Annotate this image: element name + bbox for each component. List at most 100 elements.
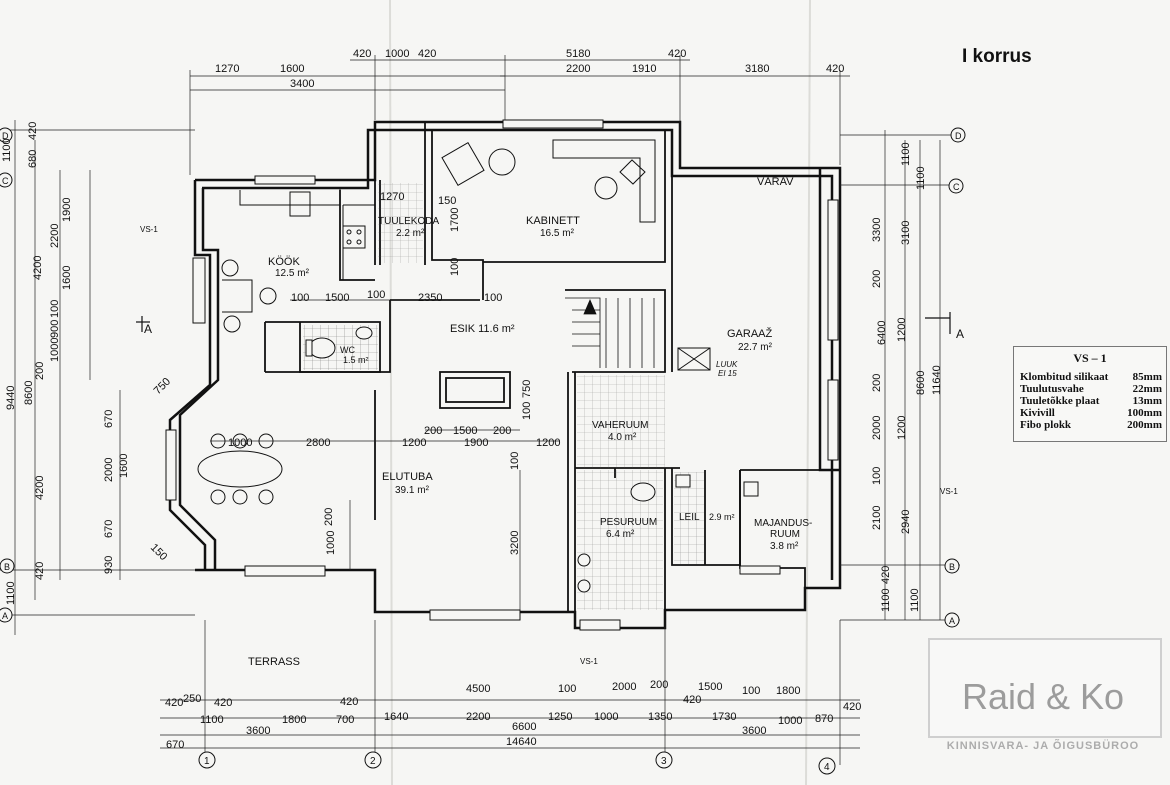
dim-label: 4200 bbox=[32, 256, 44, 280]
kitchen-fixtures bbox=[220, 187, 375, 333]
dim-label: 8600 bbox=[23, 381, 35, 405]
dim-label: 100 bbox=[449, 258, 461, 276]
dimension-lines bbox=[0, 55, 960, 765]
dim-label: 670 bbox=[103, 520, 115, 538]
dim-label: 4200 bbox=[34, 476, 46, 500]
room-kook-name: KÖÖK bbox=[268, 256, 300, 268]
terrace-label: TERRASS bbox=[248, 656, 300, 668]
dim-label: 2100 bbox=[871, 506, 883, 530]
room-pesuruum-area: 6.4 m² bbox=[606, 529, 635, 540]
room-vaheruum-area: 4.0 m² bbox=[608, 432, 637, 443]
legend-row-label: Fibo plokk bbox=[1020, 419, 1072, 431]
dim-label: 100 bbox=[291, 292, 309, 304]
dim-label: 420 bbox=[880, 566, 892, 584]
dim-label: 200 bbox=[424, 425, 442, 437]
dim-label: 1100 bbox=[915, 166, 927, 190]
axis-number: 3 bbox=[661, 756, 667, 767]
dim-label: 100 bbox=[484, 292, 502, 304]
hatch-label: LUUK bbox=[716, 360, 738, 369]
dimension-labels-interior: 1270 150 1700 100 100 1500 100 2350 100 … bbox=[228, 191, 560, 555]
dim-label: 1800 bbox=[776, 685, 800, 697]
dim-label: 1100 bbox=[880, 588, 892, 612]
dim-label: 200 bbox=[871, 270, 883, 288]
dimension-labels-top: 420 1000 420 5180 420 3180 420 1270 1600… bbox=[215, 48, 844, 90]
tuulekoda-tiles bbox=[378, 183, 423, 263]
floor-title: I korrus bbox=[962, 46, 1032, 67]
dim-label: 670 bbox=[166, 739, 184, 751]
legend-row-value: 22mm bbox=[1132, 383, 1162, 395]
axis-letter: C bbox=[2, 176, 9, 186]
office-furniture bbox=[441, 139, 656, 223]
dim-label: 2200 bbox=[466, 711, 490, 723]
dim-label: 2350 bbox=[418, 292, 442, 304]
axis-letter: D bbox=[955, 131, 962, 141]
dim-label: 1500 bbox=[325, 292, 349, 304]
dimension-labels-left: 1100 420 680 1900 2200 4200 1600 100 900… bbox=[1, 122, 173, 605]
dim-label: 1500 bbox=[453, 425, 477, 437]
wall-type-label-bottom: VS-1 bbox=[580, 657, 598, 666]
dim-label: 1500 bbox=[698, 681, 722, 693]
dim-label: 700 bbox=[336, 714, 354, 726]
dim-label: 100 bbox=[367, 289, 385, 301]
dim-label: 100 bbox=[742, 685, 760, 697]
room-majandusruum-name: MAJANDUS-RUUM bbox=[754, 518, 812, 540]
dim-label: 200 bbox=[871, 374, 883, 392]
dim-label: 1100 bbox=[1, 138, 13, 162]
dim-label: 420 bbox=[683, 694, 701, 706]
room-esik-name: ESIK 11.6 m² bbox=[450, 323, 515, 335]
axis-letter: A bbox=[949, 616, 955, 626]
dim-label: 100 bbox=[558, 683, 576, 695]
axis-bubbles bbox=[0, 127, 966, 775]
brand-watermark: Raid & Ko KINNISVARA- JA ÕIGUSBÜROO bbox=[928, 638, 1162, 756]
axis-number: 1 bbox=[204, 756, 210, 767]
brand-frame bbox=[928, 638, 1162, 738]
dim-label: 420 bbox=[353, 48, 371, 60]
dim-label: 3200 bbox=[509, 531, 521, 555]
room-elutuba-name: ELUTUBA bbox=[382, 471, 433, 483]
brand-tagline: KINNISVARA- JA ÕIGUSBÜROO bbox=[946, 740, 1140, 752]
dim-label: 1900 bbox=[61, 198, 73, 222]
room-garaaz-name: GARAAŽ bbox=[727, 327, 773, 340]
legend-row-label: Tuuletõkke plaat bbox=[1020, 395, 1100, 407]
paper-fold bbox=[805, 0, 811, 785]
dim-label: 420 bbox=[418, 48, 436, 60]
section-marks bbox=[136, 312, 951, 334]
dim-label: 6400 bbox=[876, 321, 888, 345]
dim-label: 420 bbox=[165, 697, 183, 709]
dim-label: 420 bbox=[826, 63, 844, 75]
wall-type-label-left: VS-1 bbox=[140, 225, 158, 234]
dim-label: 1000 bbox=[49, 338, 61, 362]
room-kook-area: 12.5 m² bbox=[275, 268, 310, 279]
room-kabinett-area: 16.5 m² bbox=[540, 228, 575, 239]
legend-row-label: Kivivill bbox=[1020, 407, 1055, 419]
room-tuulekoda-name: TUULEKODA bbox=[378, 216, 439, 227]
dim-label: 420 bbox=[214, 697, 232, 709]
dim-label: 1200 bbox=[896, 416, 908, 440]
dim-label: 2000 bbox=[871, 416, 883, 440]
dim-label: 1000 bbox=[778, 715, 802, 727]
room-vaheruum-name: VAHERUUM bbox=[592, 420, 648, 431]
dim-label: 200 bbox=[34, 362, 46, 380]
dim-label: 1600 bbox=[118, 454, 130, 478]
dim-label: 2000 bbox=[103, 458, 115, 482]
dim-label: 150 bbox=[148, 542, 169, 563]
dim-label: 1800 bbox=[282, 714, 306, 726]
dim-label: 9440 bbox=[5, 386, 17, 410]
legend-row: Fibo plokk 200mm bbox=[1014, 419, 1166, 431]
brand-name: Raid & Ko bbox=[961, 676, 1125, 717]
legend-row-value: 200mm bbox=[1127, 419, 1162, 431]
dim-label: 2800 bbox=[306, 437, 330, 449]
dim-label: 1600 bbox=[61, 266, 73, 290]
room-garaaz-area: 22.7 m² bbox=[738, 342, 773, 353]
attic-hatch bbox=[677, 347, 711, 371]
dim-label: 680 bbox=[27, 150, 39, 168]
dim-label: 3600 bbox=[246, 725, 270, 737]
legend-row-value: 85mm bbox=[1132, 371, 1162, 383]
dim-label: 750 bbox=[152, 376, 173, 397]
dim-label: 1600 bbox=[280, 63, 304, 75]
